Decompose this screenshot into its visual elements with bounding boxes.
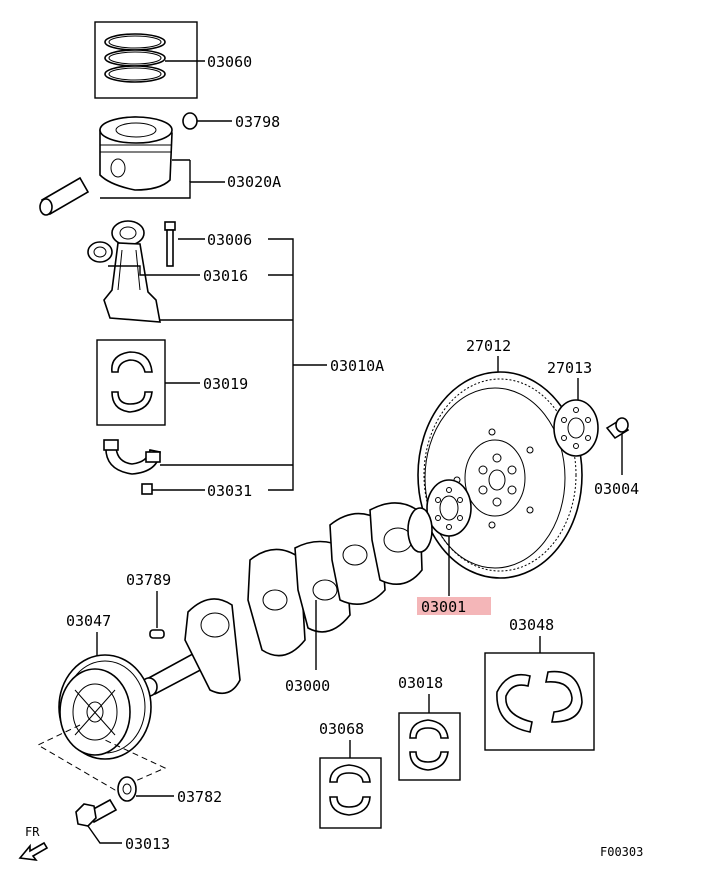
part-label-03798[interactable]: 03798 xyxy=(235,113,280,131)
snap-ring[interactable] xyxy=(182,112,198,130)
rod-bushing[interactable] xyxy=(87,241,113,263)
main-bearing[interactable] xyxy=(329,764,371,816)
crankshaft[interactable] xyxy=(140,502,433,697)
part-label-27013[interactable]: 27013 xyxy=(547,359,592,377)
rod-cap[interactable] xyxy=(103,439,161,475)
figure-code: F00303 xyxy=(600,845,643,859)
part-label-27012[interactable]: 27012 xyxy=(466,337,511,355)
part-label-03031[interactable]: 03031 xyxy=(207,482,252,500)
rod-bolt[interactable] xyxy=(164,221,176,267)
highlight-box-03001 xyxy=(417,597,491,615)
part-label-03000[interactable]: 03000 xyxy=(285,677,330,695)
washer[interactable] xyxy=(117,776,137,802)
front-direction-arrow-icon xyxy=(18,841,49,862)
part-label-03019[interactable]: 03019 xyxy=(203,375,248,393)
thrust-bearing[interactable] xyxy=(409,719,449,771)
part-label-03010A[interactable]: 03010A xyxy=(330,357,384,375)
part-label-03004[interactable]: 03004 xyxy=(594,480,639,498)
part-label-03013[interactable]: 03013 xyxy=(125,835,170,853)
piston-pin[interactable] xyxy=(39,176,90,216)
flywheel-plate[interactable] xyxy=(553,399,599,457)
part-label-03018[interactable]: 03018 xyxy=(398,674,443,692)
part-label-03782[interactable]: 03782 xyxy=(177,788,222,806)
part-label-03060[interactable]: 03060 xyxy=(207,53,252,71)
connecting-rod[interactable] xyxy=(103,220,161,323)
fr-label: FR xyxy=(25,825,40,839)
pulley-bolt[interactable] xyxy=(75,798,118,827)
part-label-03789[interactable]: 03789 xyxy=(126,571,171,589)
adapter-plate[interactable] xyxy=(426,479,472,537)
flywheel-bolt[interactable] xyxy=(605,417,630,440)
part-label-03016[interactable]: 03016 xyxy=(203,267,248,285)
part-label-03047[interactable]: 03047 xyxy=(66,612,111,630)
rod-nut[interactable] xyxy=(141,483,153,495)
part-label-03068[interactable]: 03068 xyxy=(319,720,364,738)
rod-bearing[interactable] xyxy=(111,351,153,413)
part-label-03001[interactable]: 03001 xyxy=(421,598,466,616)
thrust-washers[interactable] xyxy=(496,670,583,733)
part-label-03020A[interactable]: 03020A xyxy=(227,173,281,191)
damper-pulley[interactable] xyxy=(58,654,152,760)
woodruff-key[interactable] xyxy=(149,629,165,639)
part-label-03048[interactable]: 03048 xyxy=(509,616,554,634)
part-label-03006[interactable]: 03006 xyxy=(207,231,252,249)
piston[interactable] xyxy=(99,116,173,191)
piston-rings[interactable] xyxy=(94,21,198,99)
flywheel[interactable] xyxy=(417,371,583,579)
